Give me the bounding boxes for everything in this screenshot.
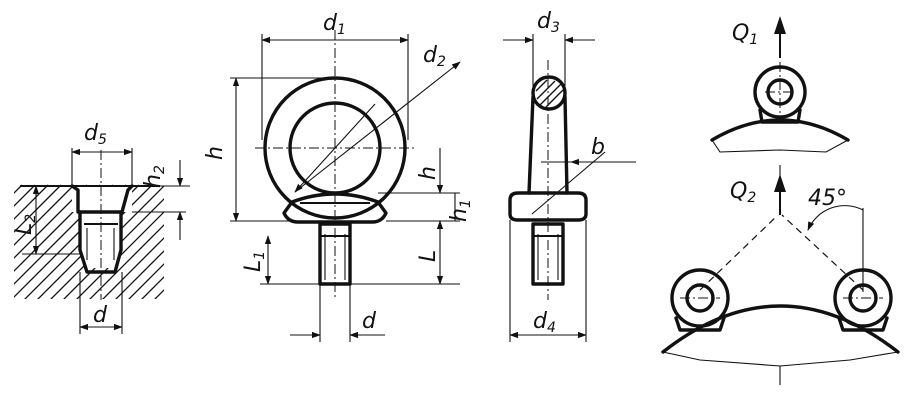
eye-bolt-front-view: d1 d2 h L1 h h1 L d [203, 11, 474, 342]
hatch-line [128, 263, 164, 299]
label-d4: d4 [533, 309, 556, 336]
hatch-line [14, 184, 75, 246]
label-d1: d1 [323, 11, 346, 38]
label-h2: h2 [141, 165, 168, 188]
label-L1: L1 [241, 251, 268, 272]
hatch-line [167, 185, 282, 300]
label-d-hole: d [93, 303, 108, 328]
ring-section-hatch [535, 79, 564, 108]
label-h: h [203, 146, 228, 160]
hatch-line [180, 185, 295, 300]
hatch-line [14, 184, 88, 259]
label-h-right: h [416, 166, 441, 180]
hatch-line [154, 289, 164, 299]
label-d3: d3 [537, 9, 560, 36]
label-d5: d5 [84, 121, 107, 148]
label-Q2: Q2 [730, 179, 756, 206]
label-L2: L2 [12, 214, 39, 235]
label-b: b [591, 135, 605, 160]
label-d-bolt: d [362, 309, 377, 334]
label-d2: d2 [423, 43, 446, 70]
hatch-line [76, 211, 164, 299]
hatch-line [0, 185, 9, 300]
label-h1: h1 [447, 199, 474, 222]
hatch-line [102, 237, 164, 299]
hatch-line [141, 276, 164, 299]
hatch-line [14, 184, 49, 220]
label-angle-45: 45° [808, 186, 847, 211]
load-case-q1: Q1 [710, 16, 850, 185]
label-L: L [416, 250, 441, 262]
label-Q1: Q1 [732, 21, 758, 48]
load-case-q2: Q2 45° [661, 174, 900, 385]
hatch-line [14, 184, 36, 207]
hatch-line [14, 184, 62, 233]
hatch-line [14, 184, 23, 194]
eye-bolt-side-view: d3 b d4 [503, 9, 636, 342]
material-hatching [0, 184, 295, 300]
hatch-line [89, 224, 164, 299]
tapped-hole-section-view: d5 h2 L2 d [0, 121, 295, 334]
hatch-line [115, 250, 164, 299]
